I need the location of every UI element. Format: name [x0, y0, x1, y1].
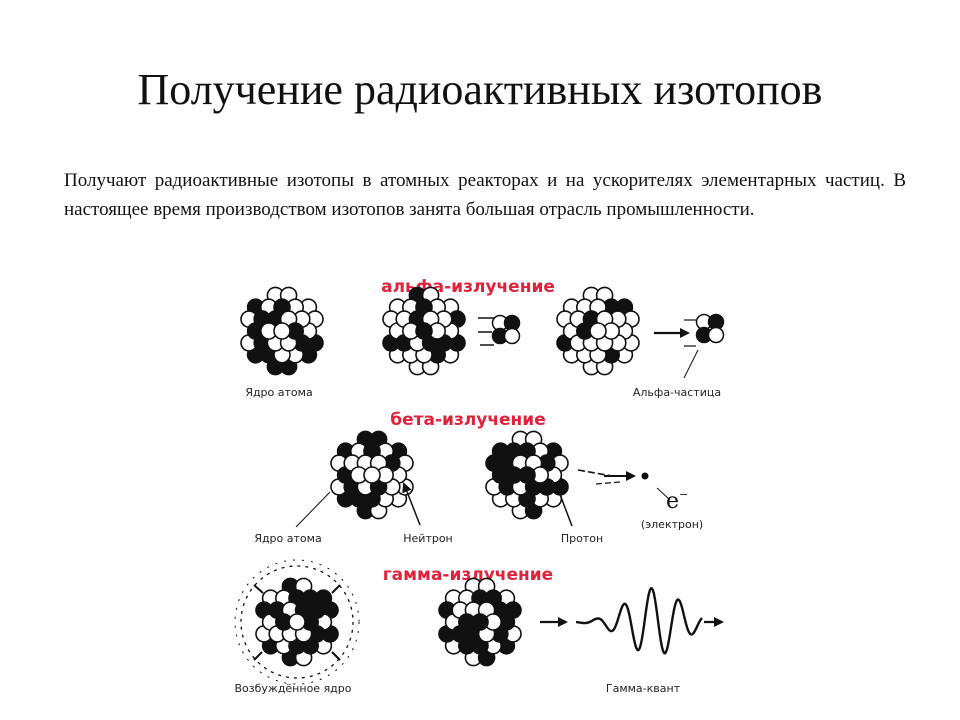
alpha-particle-2 [695, 313, 725, 344]
alpha-particle-1 [478, 314, 521, 346]
excited-nucleus [255, 577, 339, 667]
label-alpha-particle: Альфа-частица [633, 386, 721, 399]
nucleon [589, 322, 607, 340]
excitation-lines [234, 559, 360, 685]
gamma-heading: гамма-излучение [383, 565, 553, 585]
alpha-nucleus-1 [240, 286, 324, 376]
alpha-nucleus-3 [556, 286, 640, 376]
label-beta-nucleus: Ядро атома [254, 532, 321, 545]
label-proton: Протон [561, 532, 603, 545]
alpha-heading: альфа-излучение [381, 277, 555, 297]
proton-pointer [554, 482, 573, 527]
beta-nucleus-2 [485, 430, 569, 520]
nucleon [471, 613, 489, 631]
slide-title: Получение радиоактивных изотопов [137, 65, 823, 114]
label-gamma-quantum: Гамма-квант [606, 682, 681, 695]
alpha-particle-pointer [683, 349, 699, 379]
gamma-nucleus [438, 577, 522, 667]
electron-symbol: e− [666, 488, 688, 514]
nucleon [363, 466, 381, 484]
beta-nucleus-1 [330, 430, 414, 520]
beta-heading: бета-излучение [390, 410, 546, 430]
nucleon [288, 613, 306, 631]
label-neutron: Нейтрон [403, 532, 453, 545]
nucleon [415, 322, 433, 340]
label-excited-nucleus: Возбуждённое ядро [234, 682, 351, 695]
body-paragraph: Получают радиоактивные изотопы в атомных… [64, 170, 906, 220]
electron-emission-arrow [577, 469, 649, 485]
label-electron: (электрон) [641, 518, 703, 531]
beta-nucleus-pointer [295, 491, 331, 528]
nucleon [273, 322, 291, 340]
label-alpha-nucleus: Ядро атома [245, 386, 312, 399]
gamma-wave [575, 586, 703, 655]
neutron-pointer [402, 482, 421, 526]
nucleon [518, 466, 536, 484]
alpha-emission-arrow [654, 319, 696, 347]
electron-pointer [656, 487, 671, 501]
alpha-nucleus-2 [382, 286, 466, 376]
